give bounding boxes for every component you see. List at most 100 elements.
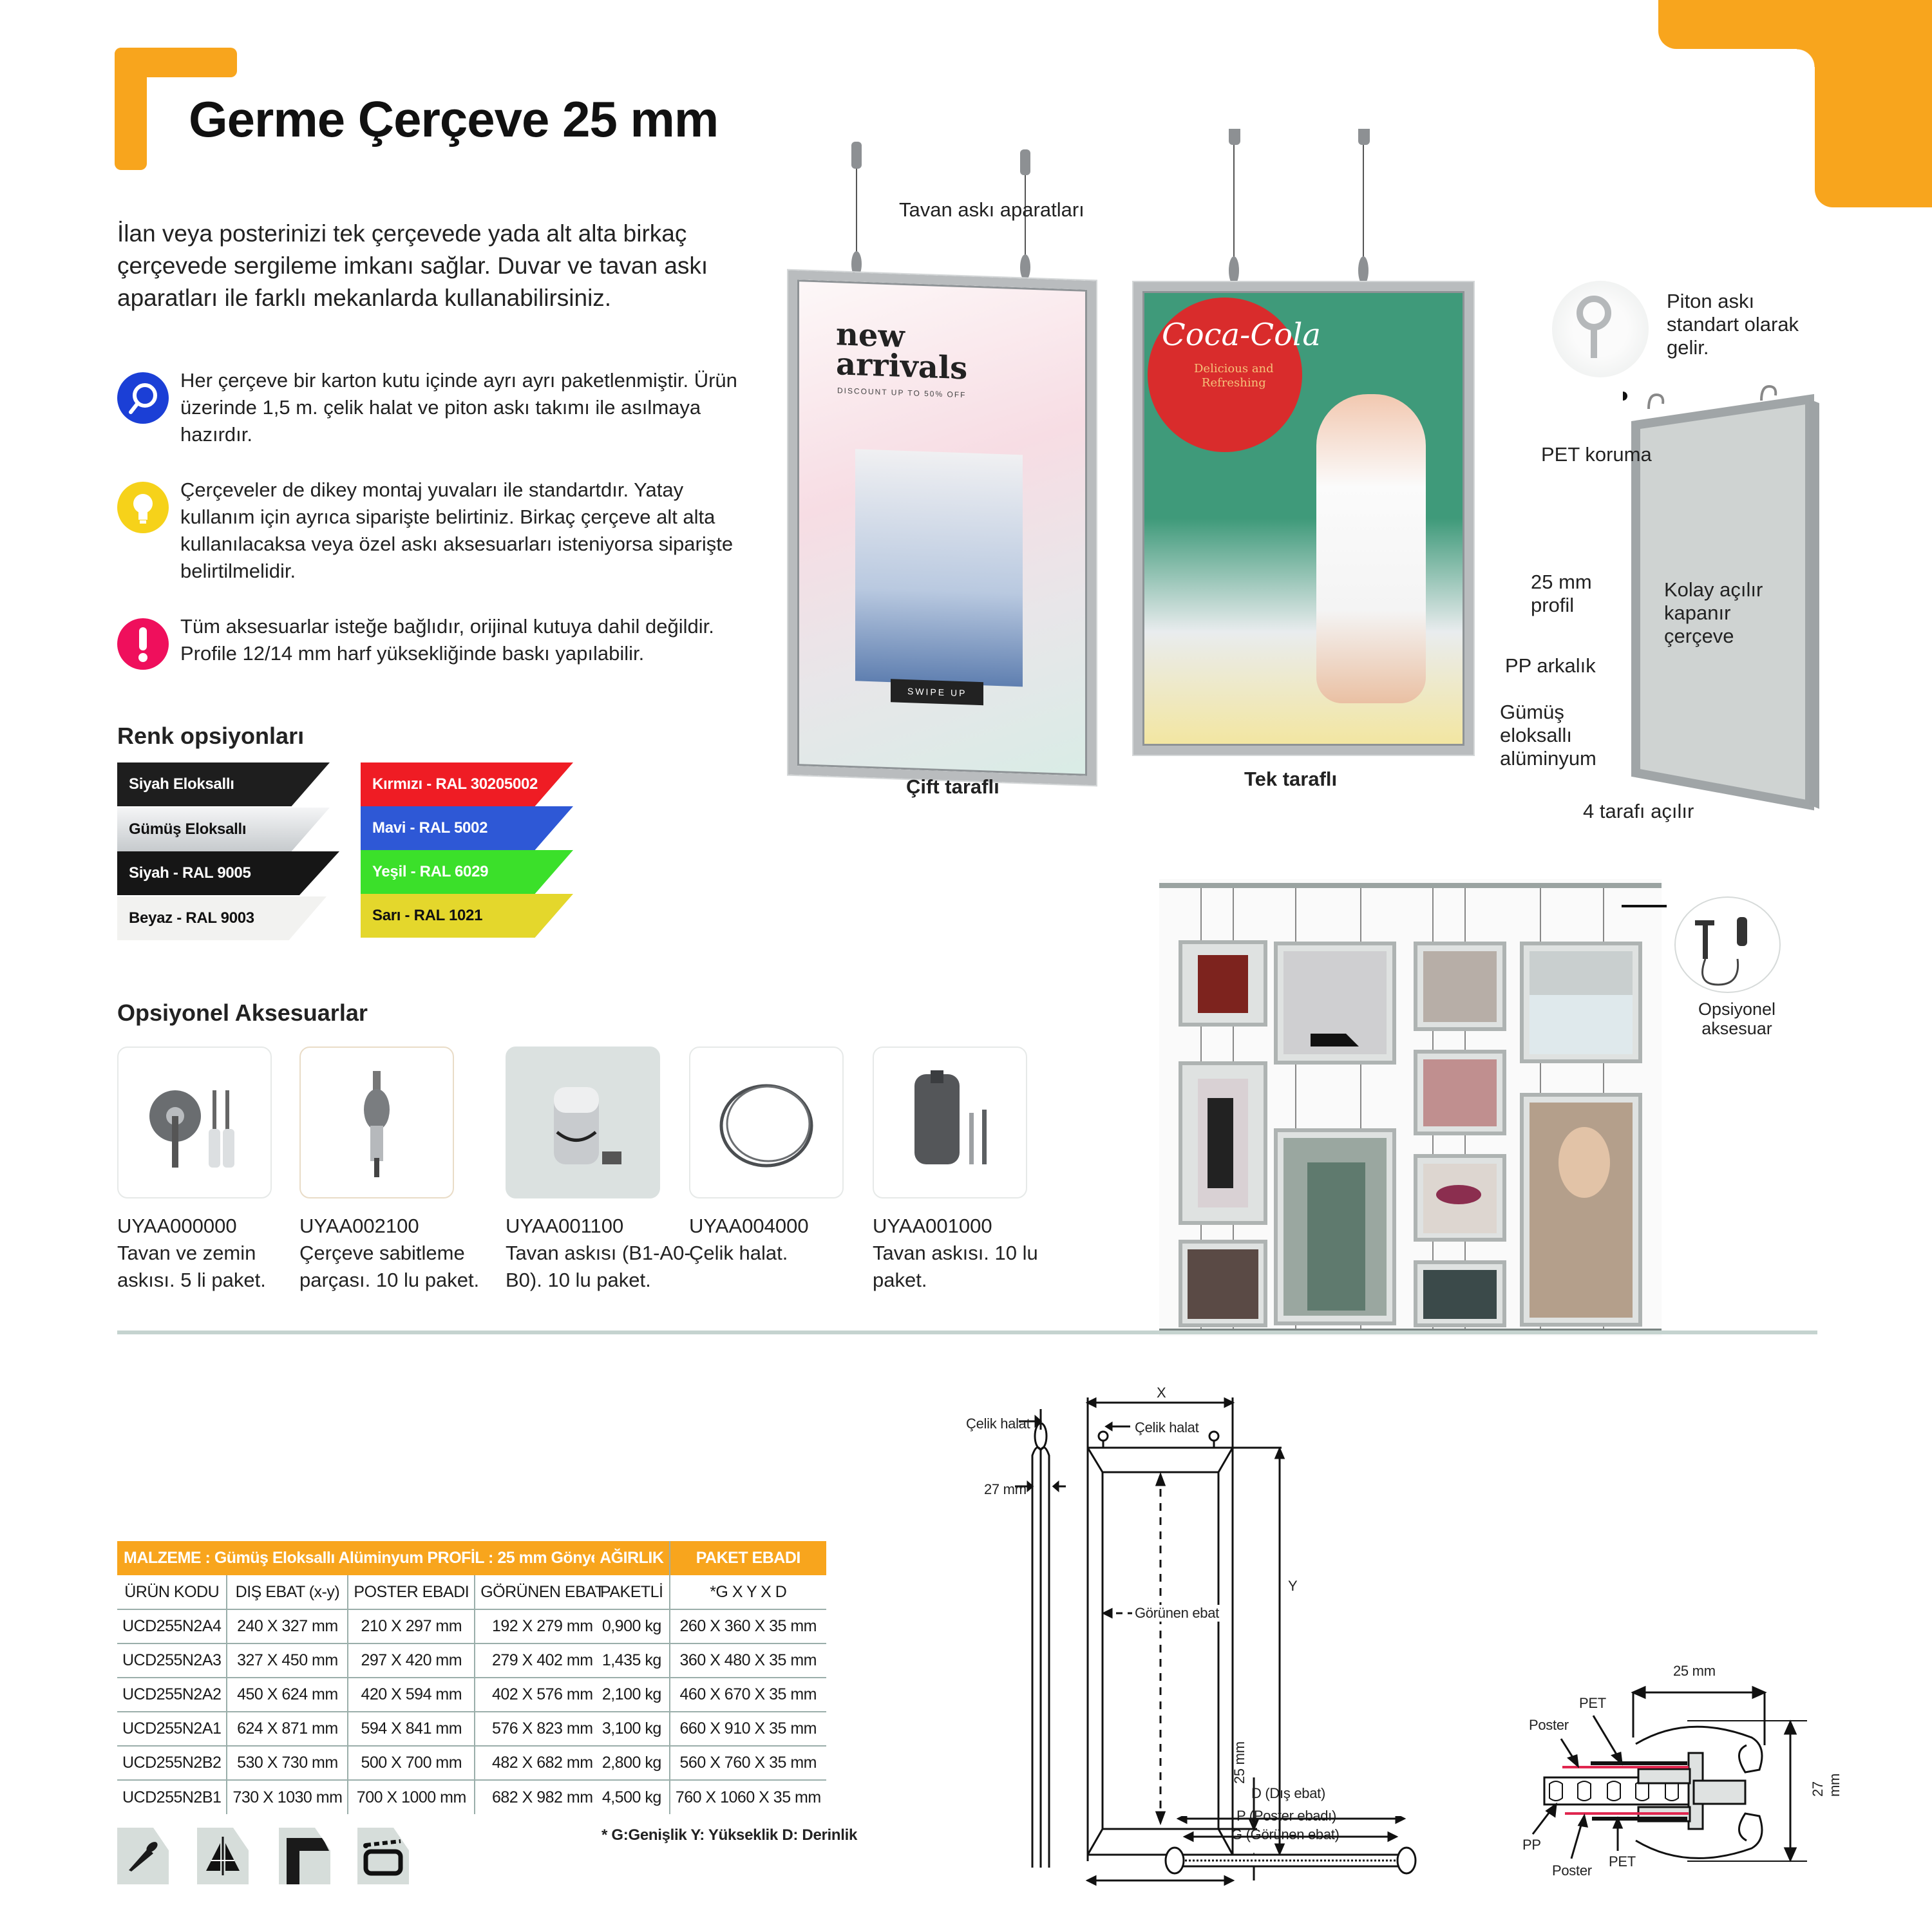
accessory-desc: Çerçeve sabitleme parçası. 10 lu paket.	[299, 1242, 480, 1291]
swatch-mavi[interactable]: Mavi - RAL 5002	[361, 806, 573, 850]
profile-25mm-label: 25 mm	[1231, 1741, 1247, 1784]
accessory-code: UYAA004000	[689, 1215, 809, 1237]
swatch-yesil[interactable]: Yeşil - RAL 6029	[361, 850, 573, 894]
callout-profile: 25 mm profil	[1531, 571, 1592, 616]
section-pet-top: PET	[1579, 1695, 1606, 1711]
frame-cross-section-drawing	[1164, 1813, 1417, 1878]
magnifier-icon	[117, 372, 169, 424]
callout-pet: PET koruma	[1541, 443, 1652, 466]
note-mounting: Çerçeveler de dikey montaj yuvaları ile …	[117, 477, 761, 585]
side-depth-label: 27 mm	[984, 1481, 1027, 1497]
callout-four-sides: 4 tarafı açılır	[1583, 800, 1694, 822]
callout-aluminium: Gümüş eloksallı alüminyum	[1500, 701, 1596, 770]
ceiling-floor-hanger-icon	[117, 1046, 272, 1198]
note-text: Tüm aksesuarlar isteğe bağlıdır, orijina…	[180, 615, 714, 665]
swatch-gumus-eloksalli[interactable]: Gümüş Eloksallı	[117, 808, 330, 851]
section-width-label: 25 mm	[1673, 1663, 1716, 1679]
swatch-siyah-ral-9005[interactable]: Siyah - RAL 9005	[117, 851, 339, 895]
callout-easy-open: Kolay açılır kapanır çerçeve	[1664, 578, 1763, 647]
col-header: GÖRÜNEN EBAT	[474, 1575, 610, 1609]
spec-table-header: MALZEME : Gümüş Eloksallı Alüminyum PROF…	[117, 1541, 610, 1575]
accessory-item[interactable]: UYAA000000 Tavan ve zemin askısı. 5 li p…	[117, 1046, 272, 1294]
section-pet-bottom: PET	[1609, 1853, 1636, 1870]
accessory-code: UYAA001000	[873, 1215, 992, 1237]
coca-cola-disc	[1148, 298, 1302, 452]
poster-figure	[1316, 394, 1426, 703]
p-poster-label: P (Poster ebadı)	[1236, 1808, 1336, 1824]
poster-photo	[855, 449, 1023, 687]
accessory-desc: Tavan askısı. 10 lu paket.	[873, 1242, 1038, 1291]
x-dimension-label: X	[1157, 1385, 1166, 1401]
swatch-sari[interactable]: Sarı - RAL 1021	[361, 894, 573, 938]
accessory-desc: Tavan ve zemin askısı. 5 li paket.	[117, 1242, 266, 1291]
accessory-code: UYAA000000	[117, 1215, 237, 1237]
note-text: Her çerçeve bir karton kutu içinde ayrı …	[180, 369, 737, 446]
colors-title: Renk opsiyonları	[117, 723, 305, 749]
optional-accessory-pointer	[1622, 905, 1667, 907]
lightbulb-icon	[117, 482, 169, 533]
accessories-title: Opsiyonel Aksesuarlar	[117, 999, 368, 1026]
profile-section-drawing: 25 mm 27 mm PET Poster PP Poster PET	[1507, 1662, 1842, 1893]
poster-headline: new arrivals	[836, 316, 968, 387]
d-outer-label: D (Dış ebat)	[1251, 1785, 1325, 1801]
col-header: PAKET EBADI	[669, 1541, 826, 1575]
swatch-siyah-eloksalli[interactable]: Siyah Eloksallı	[117, 762, 330, 806]
steel-cable-icon	[689, 1046, 844, 1198]
accessory-code: UYAA002100	[299, 1215, 419, 1237]
caption-single-sided: Tek taraflı	[1244, 768, 1338, 790]
section-poster-top: Poster	[1529, 1717, 1569, 1733]
swatch-kirmizi[interactable]: Kırmızı - RAL 30205002	[361, 762, 573, 806]
accessory-item[interactable]: UYAA001000 Tavan askısı. 10 lu paket.	[873, 1046, 1038, 1294]
brand-corner-top-right	[1658, 0, 1932, 207]
callout-hook: Piton askı standart olarak gelir.	[1667, 290, 1799, 359]
accessory-desc: Çelik halat.	[689, 1242, 788, 1264]
intro-text: İlan veya posterinizi tek çerçevede yada…	[117, 220, 708, 311]
visible-size-label: Görünen ebat	[1132, 1605, 1222, 1622]
col-subheader: PAKETLİ	[600, 1582, 663, 1601]
accessory-item[interactable]: UYAA002100 Çerçeve sabitleme parçası. 10…	[299, 1046, 479, 1294]
note-packaging: Her çerçeve bir karton kutu içinde ayrı …	[117, 367, 761, 448]
swatch-beyaz-ral-9003[interactable]: Beyaz - RAL 9003	[117, 896, 327, 940]
ceiling-hanger-icon	[873, 1046, 1027, 1198]
section-divider	[117, 1331, 1817, 1334]
accessory-item[interactable]: UYAA001100 Tavan askısı (B1-A0-B0). 10 l…	[506, 1046, 691, 1294]
poster-brand: Coca-Cola	[1162, 317, 1321, 353]
optional-accessory-icon	[1674, 896, 1781, 993]
poster-frame-double-sided: new arrivals DISCOUNT UP TO 50% OFF SWIP…	[788, 270, 1096, 786]
optional-accessory-label: Opsiyonel aksesuar	[1698, 999, 1776, 1038]
ceiling-hanger-label: Tavan askı aparatları	[899, 198, 1084, 221]
col-header: ÜRÜN KODU	[124, 1582, 220, 1601]
section-height-label: 27 mm	[1810, 1773, 1842, 1797]
front-cable-label: Çelik halat	[1135, 1419, 1199, 1435]
section-pp: PP	[1522, 1837, 1541, 1853]
frame-corner-icon	[279, 1828, 330, 1884]
section-poster-bottom: Poster	[1552, 1862, 1592, 1879]
poster-tagline: Delicious and Refreshing	[1194, 362, 1274, 390]
package-table: AĞIRLIK PAKET EBADI PAKETLİ *G X Y X D 0…	[594, 1541, 826, 1814]
callout-pp-backing: PP arkalık	[1505, 654, 1596, 677]
package-footnote: * G:Genişlik Y: Yükseklik D: Derinlik	[601, 1826, 858, 1844]
ceiling-hangers	[786, 90, 1494, 296]
accessory-code: UYAA001100	[506, 1215, 624, 1237]
side-cable-label: Çelik halat	[966, 1416, 1030, 1432]
symmetry-icon	[197, 1828, 249, 1884]
note-text: Çerçeveler de dikey montaj yuvaları ile …	[180, 478, 734, 582]
poster-frame-single-sided: Coca-Cola Delicious and Refreshing	[1133, 282, 1473, 755]
col-subheader: *G X Y X D	[668, 1575, 826, 1609]
ceiling-hanger-b1-icon	[506, 1046, 660, 1198]
col-header: DIŞ EBAT (x-y)	[226, 1575, 348, 1609]
y-dimension-label: Y	[1288, 1578, 1298, 1594]
accessory-item[interactable]: UYAA004000 Çelik halat.	[689, 1046, 844, 1267]
accessory-desc: Tavan askısı (B1-A0-B0). 10 lu paket.	[506, 1242, 691, 1291]
